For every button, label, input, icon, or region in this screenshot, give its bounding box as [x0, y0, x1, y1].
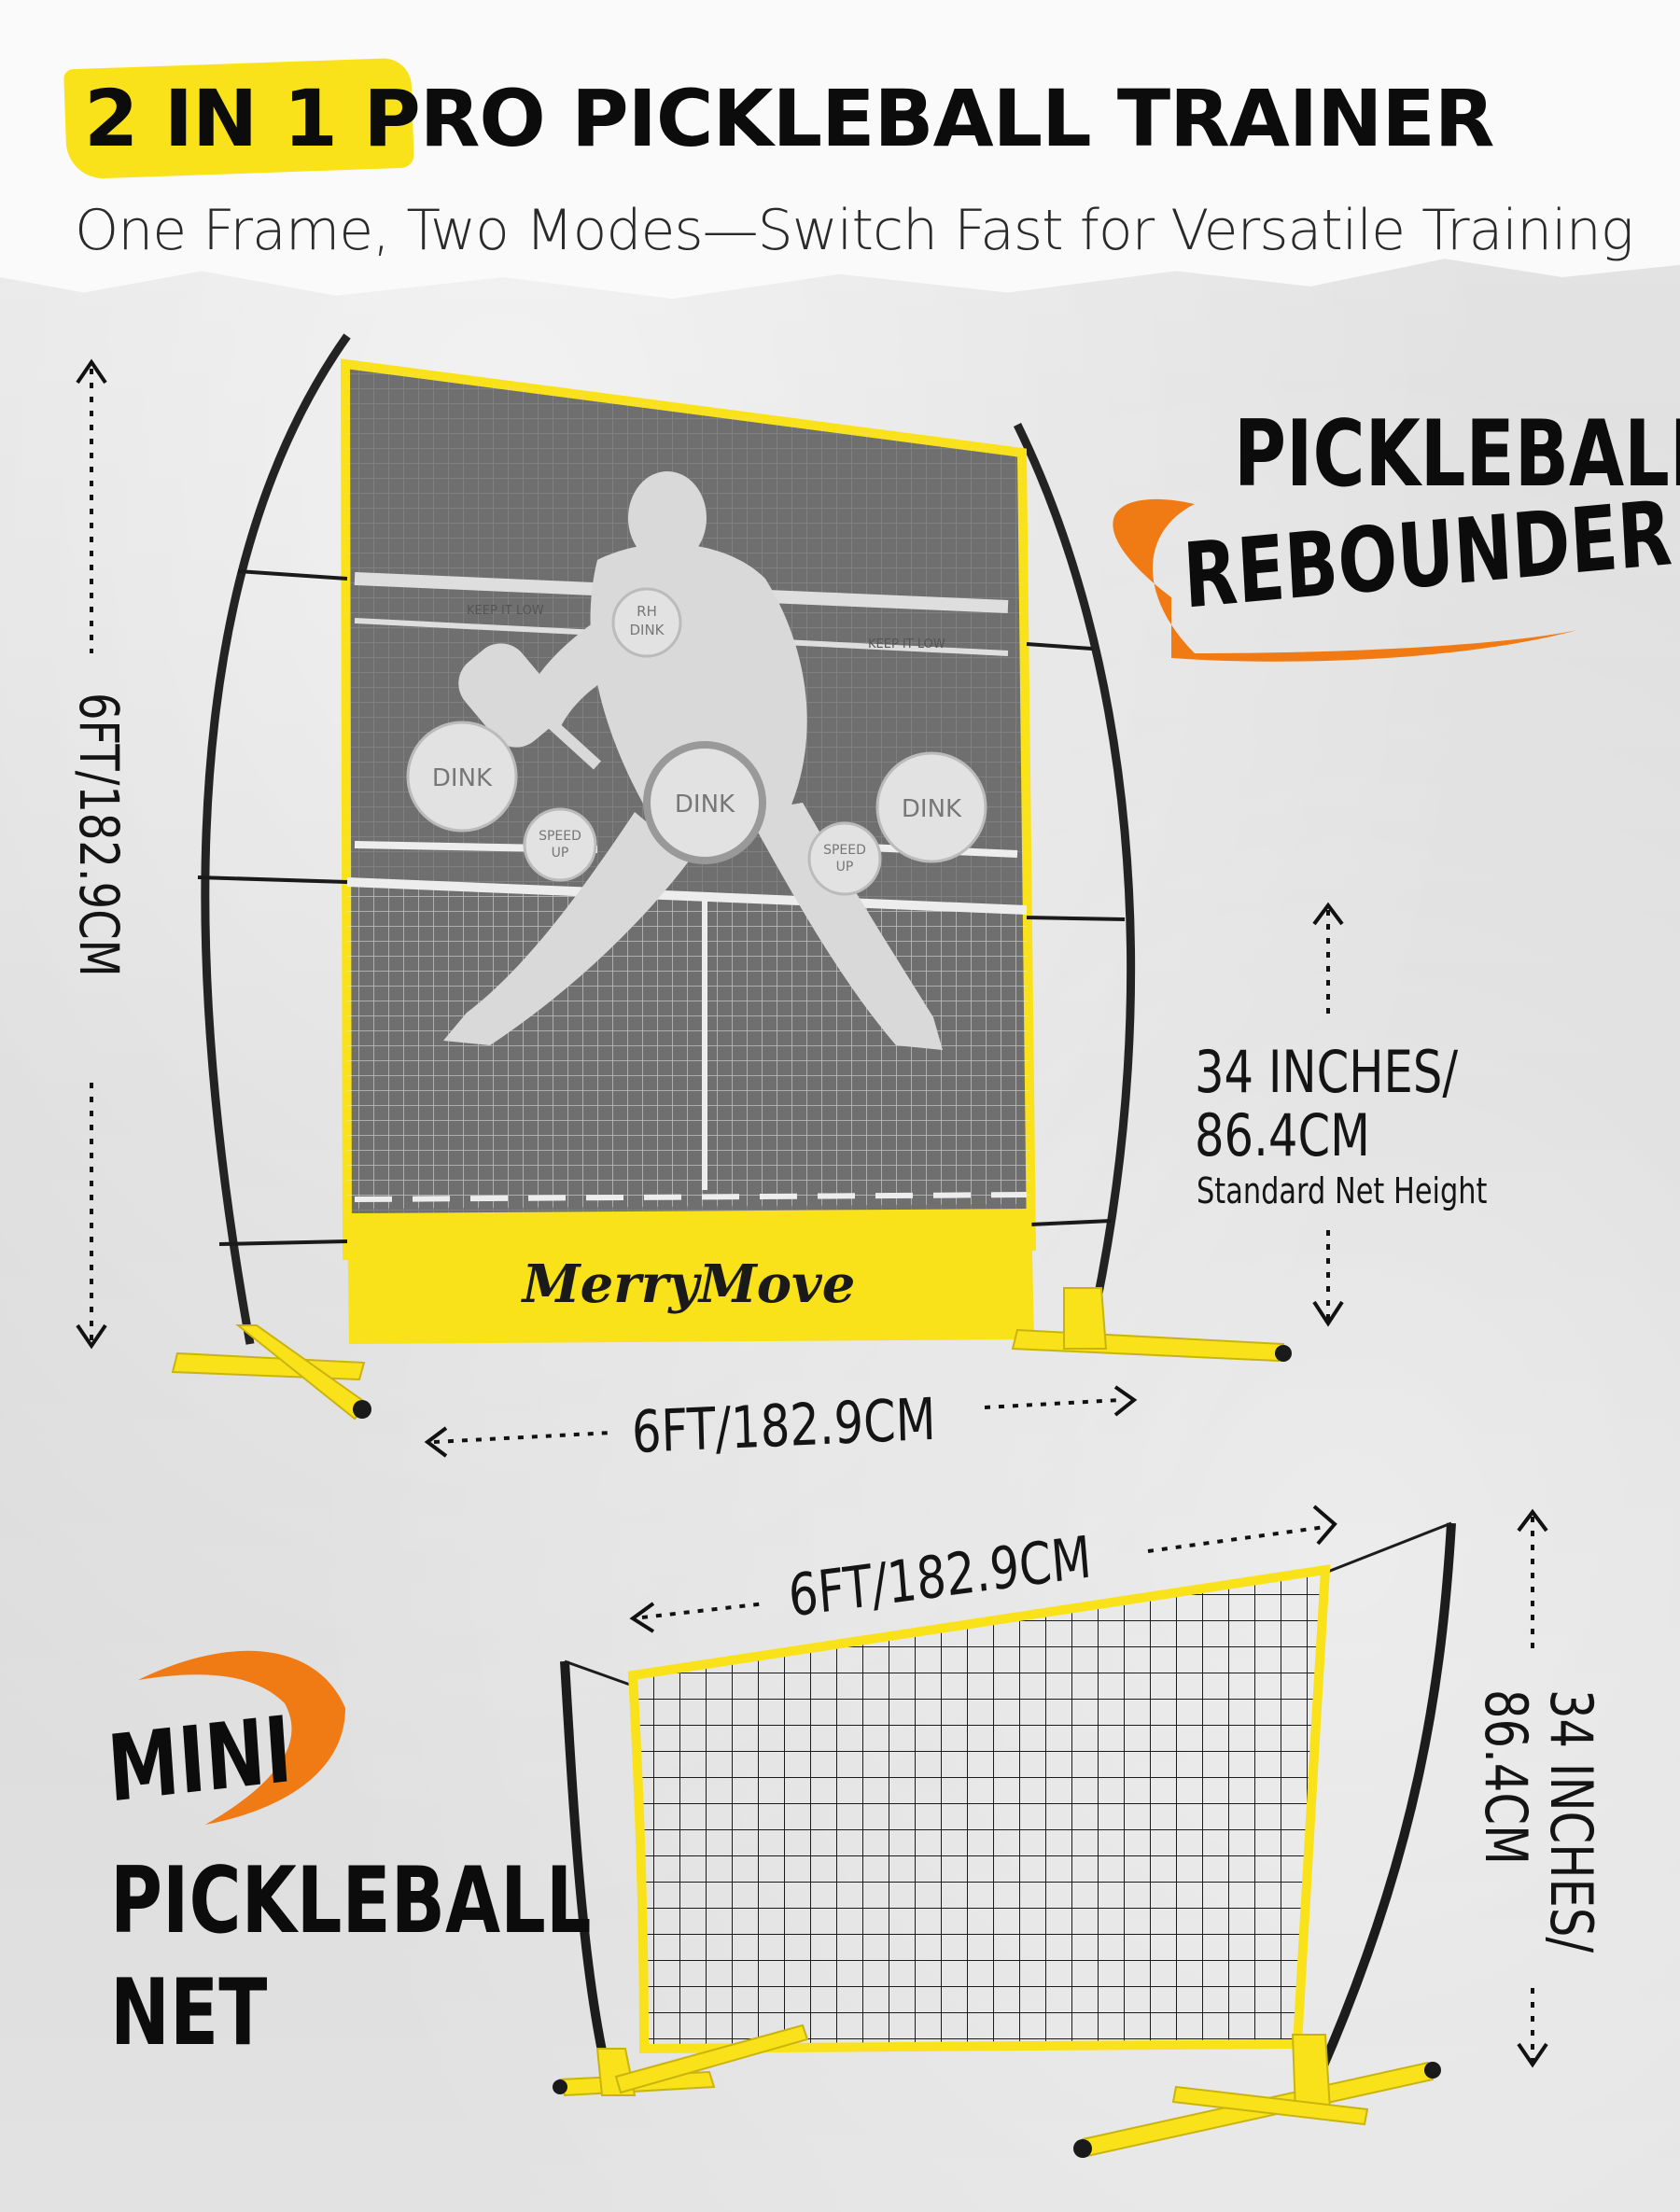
mini-net-height-line2: 86.4CM [1472, 1689, 1540, 1865]
svg-text:DINK: DINK [902, 795, 962, 823]
bungee-ties [197, 569, 1126, 1246]
rebounder-height-label: 6FT/182.9CM [67, 693, 131, 977]
target-dink-center [643, 741, 766, 864]
page-subtitle: One Frame, Two Modes—Switch Fast for Ver… [75, 198, 1634, 263]
svg-text:UP: UP [836, 860, 854, 875]
rebounder-net-height-caption: Standard Net Height [1197, 1170, 1488, 1211]
mini-net-left-pole [560, 1660, 616, 2093]
rebounder-swoosh [1113, 498, 1577, 662]
target-dink-left [406, 721, 518, 833]
mini-net-right-pole [1316, 1522, 1456, 2075]
svg-text:SPEED: SPEED [539, 829, 581, 844]
target-dink-right [875, 751, 987, 863]
tape-text-left: KEEP IT LOW [467, 604, 544, 618]
mini-net-label-line2: PICKLEBALL [110, 1848, 592, 1954]
svg-text:SPEED: SPEED [823, 843, 866, 858]
rebounder-base-banner [347, 1209, 1034, 1344]
target-speed-up-right [807, 821, 882, 896]
page-title: 2 IN 1 PRO PICKLEBALL TRAINER [84, 73, 1671, 164]
rebounder-label-line1: PICKLEBALL [1234, 401, 1680, 508]
mini-net-label-line1: MINI [105, 1696, 295, 1824]
mini-net-product [553, 1521, 1456, 2158]
rebounder-left-arc [201, 333, 351, 1345]
rebounder-net-height-arrow [1312, 902, 1344, 1327]
svg-text:DINK: DINK [675, 791, 735, 819]
svg-text:RH: RH [637, 603, 657, 620]
mini-net-height-arrow [1517, 1508, 1548, 2068]
rebounder-net-height-line2: 86.4CM [1195, 1101, 1370, 1169]
mini-net-height-line1: 34 INCHES/ [1537, 1689, 1605, 1953]
rebounder-width-label: 6FT/182.9CM [631, 1384, 937, 1466]
target-speed-up-left [523, 807, 597, 882]
tape-text-right: KEEP IT LOW [868, 637, 945, 651]
rebounder-height-arrow [76, 358, 107, 1350]
rebounder-net-height-line1: 34 INCHES/ [1195, 1038, 1459, 1106]
mini-net-width-arrow [629, 1505, 1337, 1633]
title-main-text: PRO PICKLEBALL TRAINER [363, 73, 1494, 164]
mini-net-swoosh [138, 1650, 345, 1825]
rebounder-right-arc [1013, 423, 1136, 1326]
svg-text:DINK: DINK [432, 764, 493, 792]
target-rh-dink [611, 587, 682, 658]
net-targets: RH DINK DINK DINK DINK SPEED UP SPEED UP [406, 587, 987, 896]
rebounder-brand: MerryMove [521, 1253, 856, 1315]
player-silhouette [443, 471, 943, 1050]
mini-net-label-line3: NET [110, 1960, 268, 2066]
rebounder-width-arrow [424, 1385, 1138, 1458]
title-highlight-text: 2 IN 1 [84, 73, 338, 164]
svg-text:DINK: DINK [629, 622, 665, 638]
rebounder-product: KEEP IT LOW KEEP IT LOW RH DINK DINK DIN… [171, 333, 1292, 1421]
mini-net-mesh [627, 1564, 1331, 2054]
svg-text:UP: UP [552, 846, 569, 861]
